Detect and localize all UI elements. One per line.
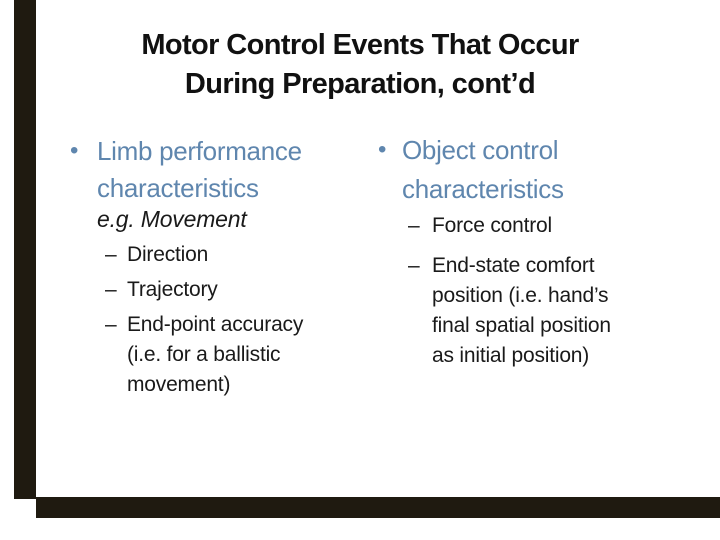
list-item-text: End-state comfort [432,254,595,277]
right-heading-line2: characteristics [402,174,564,204]
list-item-text: movement) [127,373,231,396]
dash-icon: – [105,243,117,266]
list-item-text: as initial position) [432,344,590,367]
left-heading-line2: characteristics [97,173,259,203]
left-bullet-icon: • [70,137,79,164]
left-item-list: – Direction – Trajectory – End-point acc… [97,240,303,405]
left-heading-line1: Limb performance [97,136,302,166]
slide-left-border-bar [14,0,36,499]
list-item-text: final spatial position [432,314,611,337]
list-item-text: End-point accuracy [127,313,304,336]
right-bullet-icon: • [378,136,387,163]
list-item-text: position (i.e. hand’s [432,284,609,307]
left-column-heading: • Limb performance characteristics [70,133,302,207]
list-item-text: Direction [127,243,209,266]
dash-icon: – [105,278,117,301]
list-item: – Force control [402,211,611,241]
list-item-text: Force control [432,214,552,237]
slide-title: Motor Control Events That Occur During P… [0,26,720,104]
slide-title-line1: Motor Control Events That Occur [141,29,579,61]
list-item: – Trajectory [97,275,303,305]
list-item-text: Trajectory [127,278,218,301]
list-item: – End-point accuracy (i.e. for a ballist… [97,310,303,400]
list-item-text: (i.e. for a ballistic [127,343,281,366]
dash-icon: – [105,313,117,336]
list-item: – End-state comfort position (i.e. hand’… [402,251,611,371]
slide-title-line2: During Preparation, cont’d [184,68,536,100]
dash-icon: – [408,214,420,237]
left-example-text: e.g. Movement [97,206,247,232]
dash-icon: – [408,254,420,277]
right-item-list: – Force control – End-state comfort posi… [402,211,611,381]
slide-bottom-border-bar [36,497,720,518]
list-item: – Direction [97,240,303,270]
right-heading-line1: Object control [402,135,559,165]
right-column-heading: • Object control characteristics [378,131,564,209]
